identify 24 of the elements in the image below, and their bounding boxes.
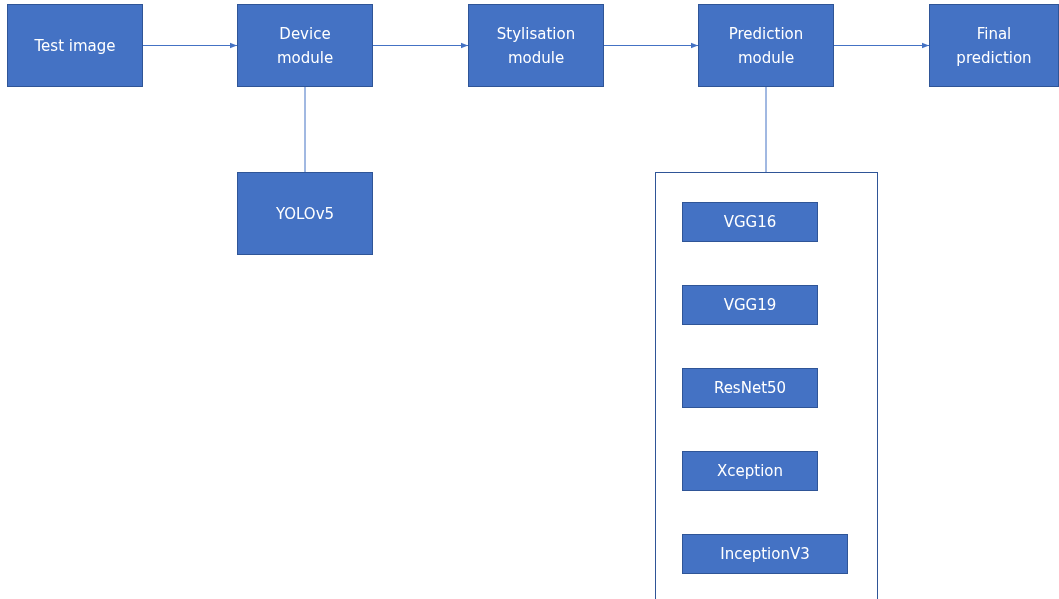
box-label: VGG19 [723,295,777,316]
process-box [682,285,818,325]
box-label: Prediction module [727,23,805,69]
box-label: InceptionV3 [720,544,810,565]
connector-line [765,86,767,173]
process-box [682,368,818,408]
box-label: ResNet50 [713,378,787,399]
arrow [372,42,469,49]
box-label: Xception [717,461,783,482]
process-box [682,534,848,574]
box-label: Test image [34,35,116,57]
box-label: Device module [275,23,335,69]
box-label: YOLOv5 [275,203,335,225]
connector-line [304,86,306,173]
process-box [682,451,818,491]
arrow [833,42,930,49]
group-frame [655,172,878,599]
process-box [682,202,818,242]
arrow [603,42,699,49]
process-box [237,172,373,255]
box-label: Final prediction [955,23,1033,69]
box-label: Stylisation module [495,23,577,69]
arrow [142,42,238,49]
box-label: VGG16 [723,212,777,233]
